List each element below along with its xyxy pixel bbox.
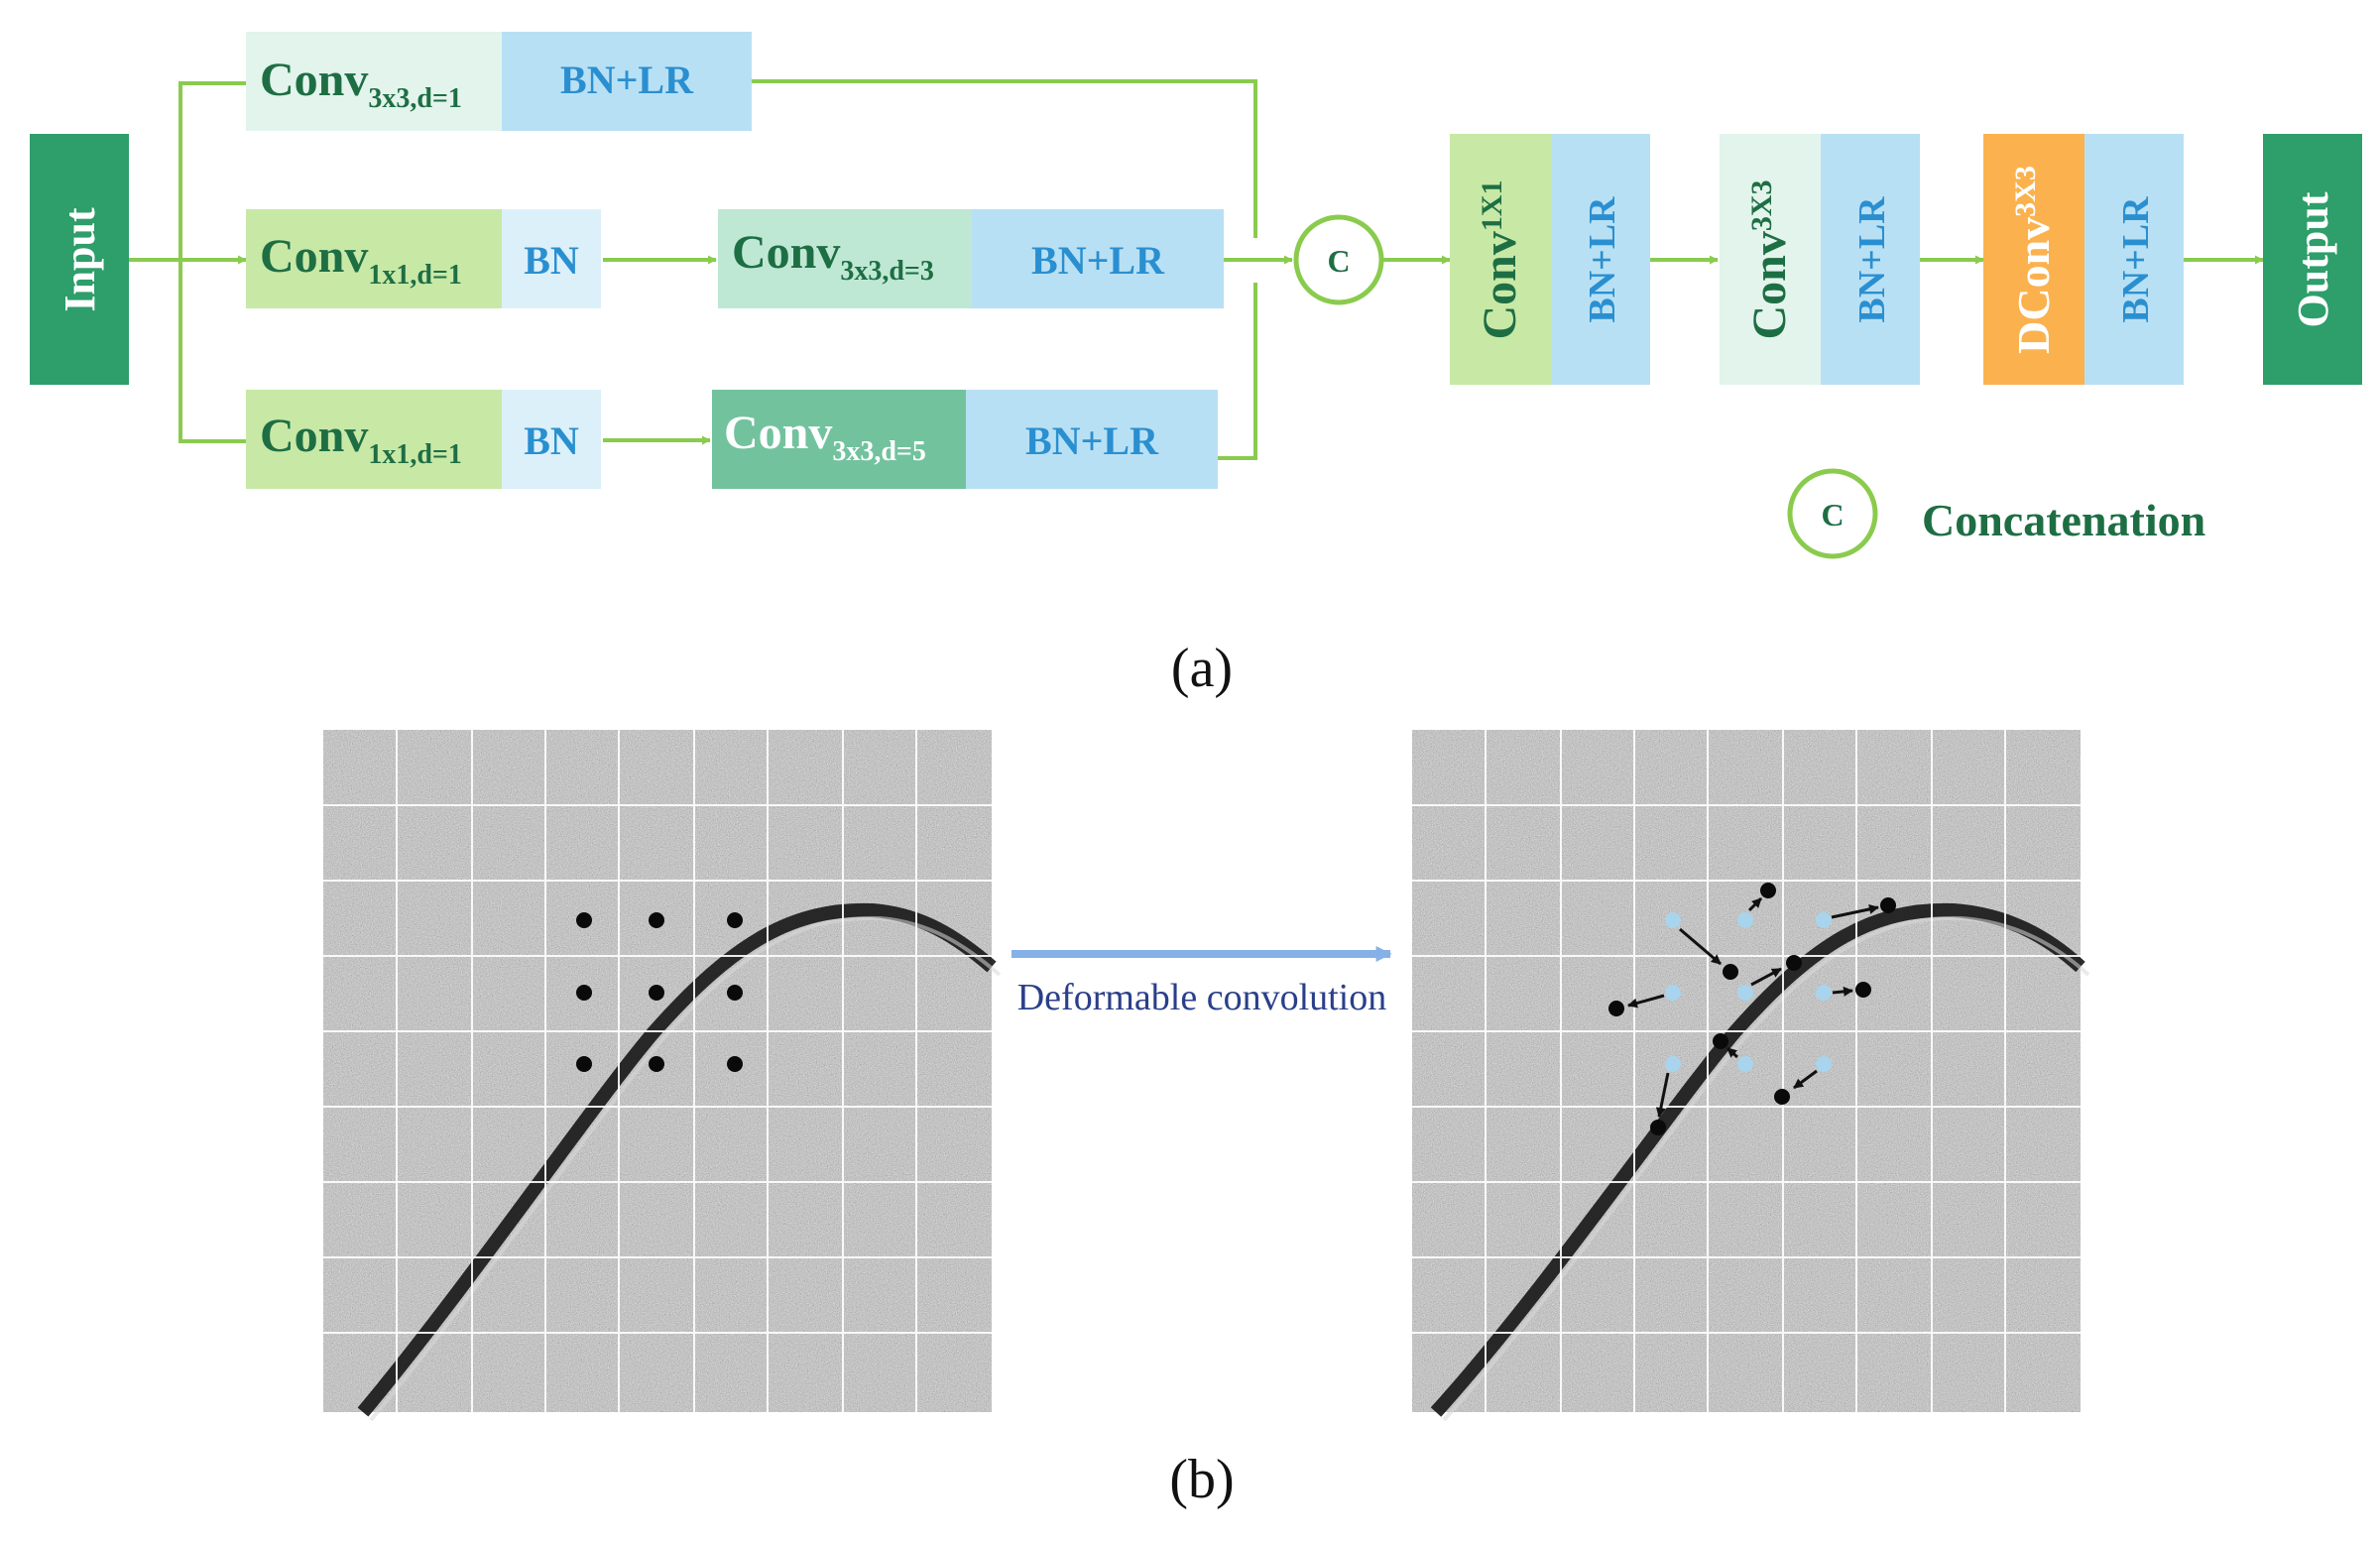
- branch-3: Conv1x1,d=1 BN Conv3x3,d=5 BN+LR: [246, 283, 1257, 489]
- input-block: Input: [30, 134, 129, 385]
- stage3-block: DConv3X3 BN+LR: [1983, 134, 2264, 385]
- branch2-conv1-label: Conv1x1,d=1: [260, 230, 462, 291]
- branch2-conv2-block: [718, 209, 972, 308]
- caption-a: (a): [1171, 638, 1233, 699]
- stage3-bn-label: BN+LR: [2115, 196, 2157, 323]
- output-label: Output: [2289, 191, 2337, 327]
- branch2-conv1-block: [246, 209, 502, 308]
- left-sampling-points: [576, 912, 743, 1072]
- legend-symbol: C: [1821, 497, 1844, 533]
- right-deformed-points: [1608, 883, 1896, 1135]
- stage3-conv-label: DConv3X3: [2008, 166, 2059, 354]
- panel-a: Input Conv3x3,d=1 BN+LR Conv1x1,d=1 BN C…: [30, 32, 2362, 699]
- legend-label: Concatenation: [1922, 495, 2205, 545]
- caption-b: (b): [1169, 1449, 1234, 1510]
- stage2-conv-label: Conv3X3: [1743, 179, 1796, 339]
- branch3-bn2-label: BN+LR: [1025, 418, 1159, 463]
- concat-node: C: [1293, 214, 1451, 305]
- branch3-conv2-label: Conv3x3,d=5: [724, 407, 926, 467]
- input-connectors: [129, 81, 247, 443]
- stage2-bn-label: BN+LR: [1851, 196, 1893, 323]
- branch3-bn2-block: [966, 390, 1218, 489]
- stage2-block: Conv3X3 BN+LR: [1720, 134, 1984, 385]
- left-grid: [323, 730, 992, 1412]
- branch2-bn2-block: [972, 209, 1224, 308]
- branch1-bn-block: [502, 32, 752, 131]
- branch3-conv1-block: [246, 390, 502, 489]
- branch-2: Conv1x1,d=1 BN Conv3x3,d=3 BN+LR: [246, 209, 1293, 308]
- branch3-bn1-label: BN: [524, 418, 579, 463]
- deformable-arrow: Deformable convolution: [1012, 946, 1392, 1018]
- branch2-conv2-label: Conv3x3,d=3: [732, 226, 934, 287]
- concat-symbol: C: [1327, 243, 1350, 279]
- branch1-conv-label: Conv3x3,d=1: [260, 54, 462, 114]
- stage1-bn-label: BN+LR: [1582, 196, 1623, 323]
- branch1-conv-block: [246, 32, 502, 131]
- branch2-bn1-block: [502, 209, 601, 308]
- offset-arrows: [1627, 896, 1879, 1118]
- right-regular-points: [1665, 912, 1832, 1072]
- branch3-conv1-label: Conv1x1,d=1: [260, 410, 462, 470]
- right-seismic-image: [1412, 730, 2090, 1422]
- output-block: Output: [2263, 134, 2362, 385]
- branch2-bn1-label: BN: [524, 238, 579, 283]
- branch2-bn2-label: BN+LR: [1031, 238, 1165, 283]
- legend: C Concatenation: [1787, 468, 2205, 559]
- branch1-bn-label: BN+LR: [560, 58, 694, 102]
- stage1-block: Conv1X1 BN+LR: [1450, 134, 1719, 385]
- branch3-conv2-block: [712, 390, 966, 489]
- legend-concat-icon: [1787, 468, 1878, 559]
- deformable-label: Deformable convolution: [1017, 977, 1387, 1018]
- input-label: Input: [56, 207, 104, 312]
- right-grid: [1412, 730, 2081, 1412]
- left-seismic-image: [323, 730, 1002, 1422]
- branch3-bn1-block: [502, 390, 601, 489]
- panel-b: Deformable convolution: [323, 730, 2090, 1510]
- stage1-conv-label: Conv1X1: [1474, 179, 1526, 339]
- branch-1: Conv3x3,d=1 BN+LR: [246, 32, 1257, 238]
